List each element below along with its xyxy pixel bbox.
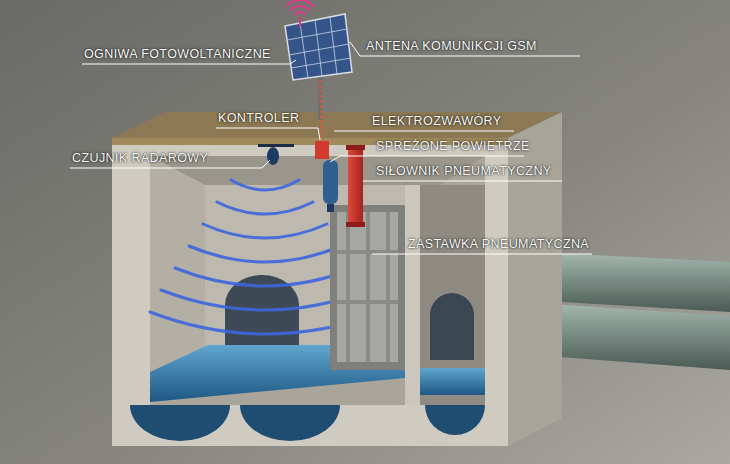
radar-waves-part: [231, 180, 299, 190]
solar-panel-part: [289, 44, 349, 55]
solar-panel-part: [320, 80, 322, 142]
pneumatic-gate-part: [337, 300, 398, 304]
water-part: [425, 405, 485, 435]
solar-panel-part: [315, 20, 322, 76]
gsm-signal-part: [295, 12, 305, 14]
concrete-chamber-part: [112, 112, 562, 138]
radar-sensor-part: [258, 144, 294, 147]
leader-lines-part: [372, 254, 592, 255]
leader-lines: [70, 42, 592, 254]
pneumatic-gate-part: [386, 212, 390, 362]
concrete-chamber-part: [430, 293, 474, 360]
pneumatic-gate-part: [337, 212, 398, 362]
pneumatic-gate-part: [337, 250, 398, 254]
controller-part: [315, 141, 329, 159]
radar-waves-part: [175, 268, 355, 286]
concrete-chamber-part: [420, 185, 485, 405]
gsm-signal-part: [299, 18, 301, 26]
pneumatic-actuator-part: [346, 222, 365, 227]
pneumatic-gate-part: [366, 212, 370, 362]
gsm-signal-part: [291, 6, 309, 10]
pneumatic-actuator: [346, 145, 365, 227]
radar-sensor: [258, 144, 294, 165]
water-part: [420, 368, 485, 395]
concrete-chamber-part: [508, 112, 562, 446]
part-label: SIŁOWNIK PNEUMATYCZNY: [376, 164, 552, 179]
water-part: [240, 405, 340, 441]
controller: [315, 141, 329, 159]
part-label: SPREŻONE POWIETRZE: [376, 139, 530, 154]
part-label: ELEKTROZWAWÓRY: [372, 114, 501, 129]
leader-lines-part: [334, 131, 514, 132]
part-label: ANTENA KOMUNIKCJI GSM: [366, 39, 537, 54]
pneumatic-actuator-part: [348, 145, 363, 227]
radar-waves-part: [217, 202, 313, 214]
solar-panel-part: [291, 58, 351, 68]
solar-panel-part: [330, 17, 337, 74]
radar-sensor-part: [267, 147, 279, 165]
gsm-signal: [287, 0, 313, 26]
pneumatic-gate-part: [346, 212, 350, 362]
concrete-chamber-part: [150, 156, 485, 405]
solar-panel-part: [287, 29, 347, 40]
leader-lines-part: [330, 156, 524, 162]
concrete-chamber-part: [112, 138, 508, 446]
part-label: OGNIWA FOTOWOLTANICZNE: [84, 47, 271, 62]
solenoid-valves: [323, 160, 338, 212]
pneumatic-actuator-part: [346, 145, 365, 150]
part-label: KONTROLER: [218, 111, 299, 126]
solenoid-valves-part: [327, 204, 334, 212]
leader-lines-part: [363, 181, 562, 182]
water: [130, 345, 485, 441]
gsm-signal-part: [287, 0, 313, 6]
pneumatic-gate: [330, 150, 405, 370]
part-label: CZUJNIK RADAROWY: [72, 151, 208, 166]
solar-panel-part: [300, 23, 308, 78]
solenoid-valves-part: [323, 160, 338, 204]
part-label: ZASTAWKA PNEUMATYCZNA: [408, 237, 589, 252]
concrete-chamber-part: [405, 185, 420, 405]
solar-panel-part: [285, 14, 352, 80]
radar-waves-part: [189, 246, 341, 262]
radar-waves-part: [203, 224, 327, 238]
leader-lines-part: [216, 128, 320, 140]
pneumatic-gate-part: [330, 205, 405, 370]
water-part: [130, 405, 230, 441]
